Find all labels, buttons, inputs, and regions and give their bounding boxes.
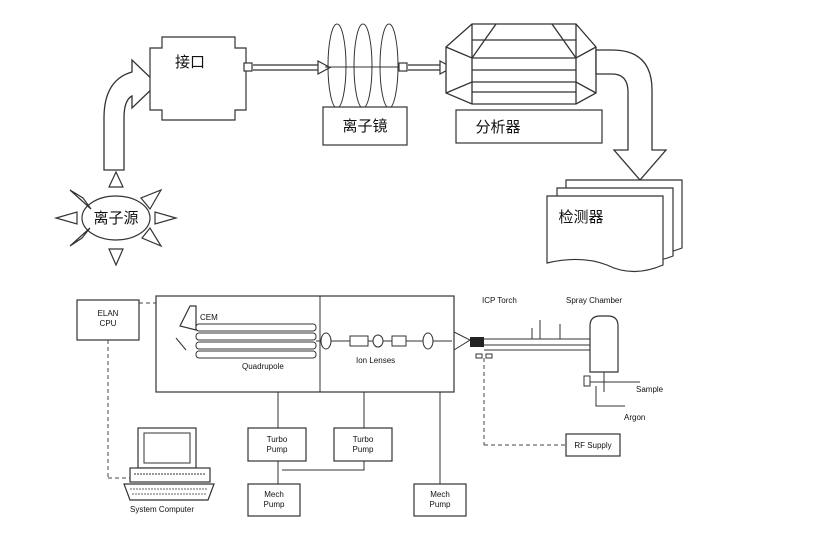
mech-pump-2: Mech Pump [413,483,467,517]
svg-text:Turbo: Turbo [353,435,374,444]
svg-text:Pump: Pump [430,500,451,509]
icp-torch-label: ICP Torch [482,296,517,305]
system-computer-label: System Computer [130,505,194,514]
sun-rays [53,170,179,267]
sample-label: Sample [636,385,664,394]
rf-supply-label: RF Supply [574,441,611,450]
argon-label: Argon [624,413,645,422]
analyzer-label: 分析器 [475,118,520,136]
cem-detector: CEM [175,305,218,351]
ion-lens-label: 离子镜 [342,117,387,135]
lens-elements [325,23,402,109]
spray-chamber-label: Spray Chamber [566,296,622,305]
interface-box: 接口 [149,36,247,121]
turbo-pump-1: Turbo Pump [247,427,307,462]
ion-lens-box: 离子镜 [322,106,408,146]
svg-text:Pump: Pump [264,500,285,509]
icp-torch: ICP Torch [470,296,590,359]
sampler-cone [453,331,472,351]
pump-lines [277,392,441,490]
svg-text:Mech: Mech [430,490,450,499]
turbo-pump-2: Turbo Pump [333,427,393,462]
ion-lenses-stack: Ion Lenses [316,332,452,365]
ion-lenses-label: Ion Lenses [356,356,395,365]
rf-supply: RF Supply [483,358,621,457]
analyzer-prism [445,23,597,105]
computer-icon: System Computer [123,427,215,514]
detector-label: 检测器 [558,208,603,226]
svg-text:Mech: Mech [264,490,284,499]
elan-cpu-label-1: ELAN [98,309,119,318]
ion-source-label: 离子源 [93,209,138,227]
svg-text:Turbo: Turbo [267,435,288,444]
svg-text:Pump: Pump [267,445,288,454]
elan-cpu-box: ELAN CPU [76,299,140,341]
source-to-interface-arrow [103,58,158,171]
ion-source: 离子源 [53,170,179,267]
quadrupole-rods: Quadrupole [195,323,317,371]
interface-label: 接口 [175,53,205,71]
detector-stack: 检测器 [546,179,683,273]
svg-text:Pump: Pump [353,445,374,454]
analyzer-to-detector-arrow [595,49,668,181]
spray-chamber: Spray Chamber Sample Argon [566,296,664,422]
analyzer-box: 分析器 [455,109,603,144]
cem-label: CEM [200,313,218,322]
mech-pump-1: Mech Pump [247,483,301,517]
interface-to-lens-arrow [253,59,332,76]
elan-cpu-label-2: CPU [100,319,117,328]
quadrupole-label: Quadrupole [242,362,284,371]
